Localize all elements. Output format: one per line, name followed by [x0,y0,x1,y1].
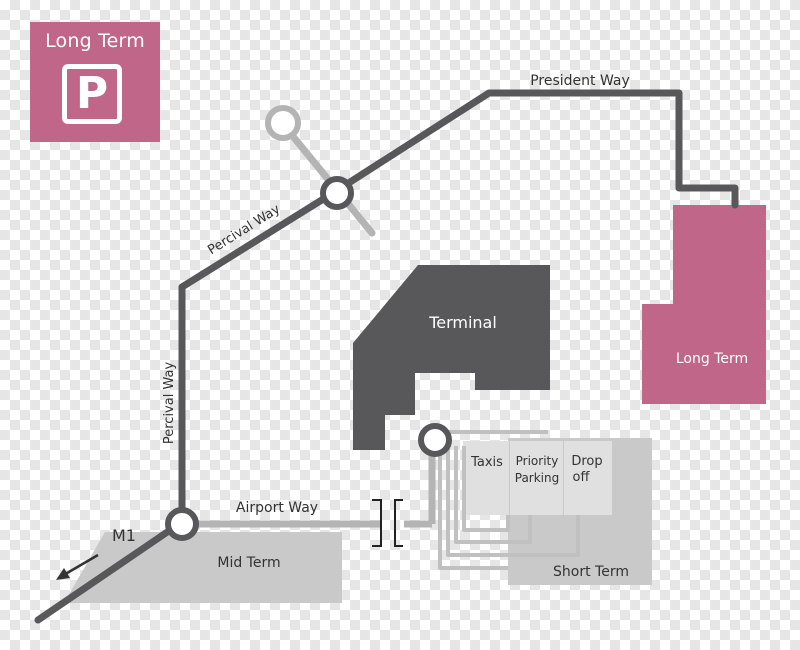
short-term-label: Short Term [553,564,629,580]
roundabout-percival-icon [320,176,354,210]
taxis-label: Taxis [470,455,503,470]
m1-label: M1 [112,526,136,545]
priority-label-line1: Priority [516,454,559,468]
long-term-label: Long Term [676,351,748,367]
dropoff-label-line1: Drop [571,454,602,469]
forecourt-lanes [438,430,580,570]
mid-term-lot[interactable] [64,532,342,603]
parking-icon: P [62,64,122,124]
roundabout-north-icon [265,105,301,141]
priority-label-line2: Parking [515,471,560,485]
president-way-label: President Way [530,73,630,89]
roundabout-m1-icon [165,507,199,541]
taxis-box[interactable] [463,441,509,515]
priority-parking-box[interactable] [510,441,563,515]
airport-way-road [188,450,436,528]
airport-way-label: Airport Way [236,500,318,516]
terminal-building[interactable] [353,265,550,450]
long-term-parking-badge: Long Term P [30,22,160,142]
main-road [34,89,739,624]
dropoff-label-line2: off [573,470,591,485]
terminal-label: Terminal [428,313,497,332]
roundabout-terminal-icon [418,423,452,457]
spur-road [278,119,376,237]
badge-title: Long Term [45,30,145,52]
percival-way-lower-label: Percival Way [162,362,177,445]
drop-off-box[interactable] [564,441,612,515]
mid-term-label: Mid Term [217,555,280,571]
long-term-lot[interactable] [642,205,766,404]
m1-direction-arrow-icon [56,553,99,580]
entry-barrier [372,499,403,547]
